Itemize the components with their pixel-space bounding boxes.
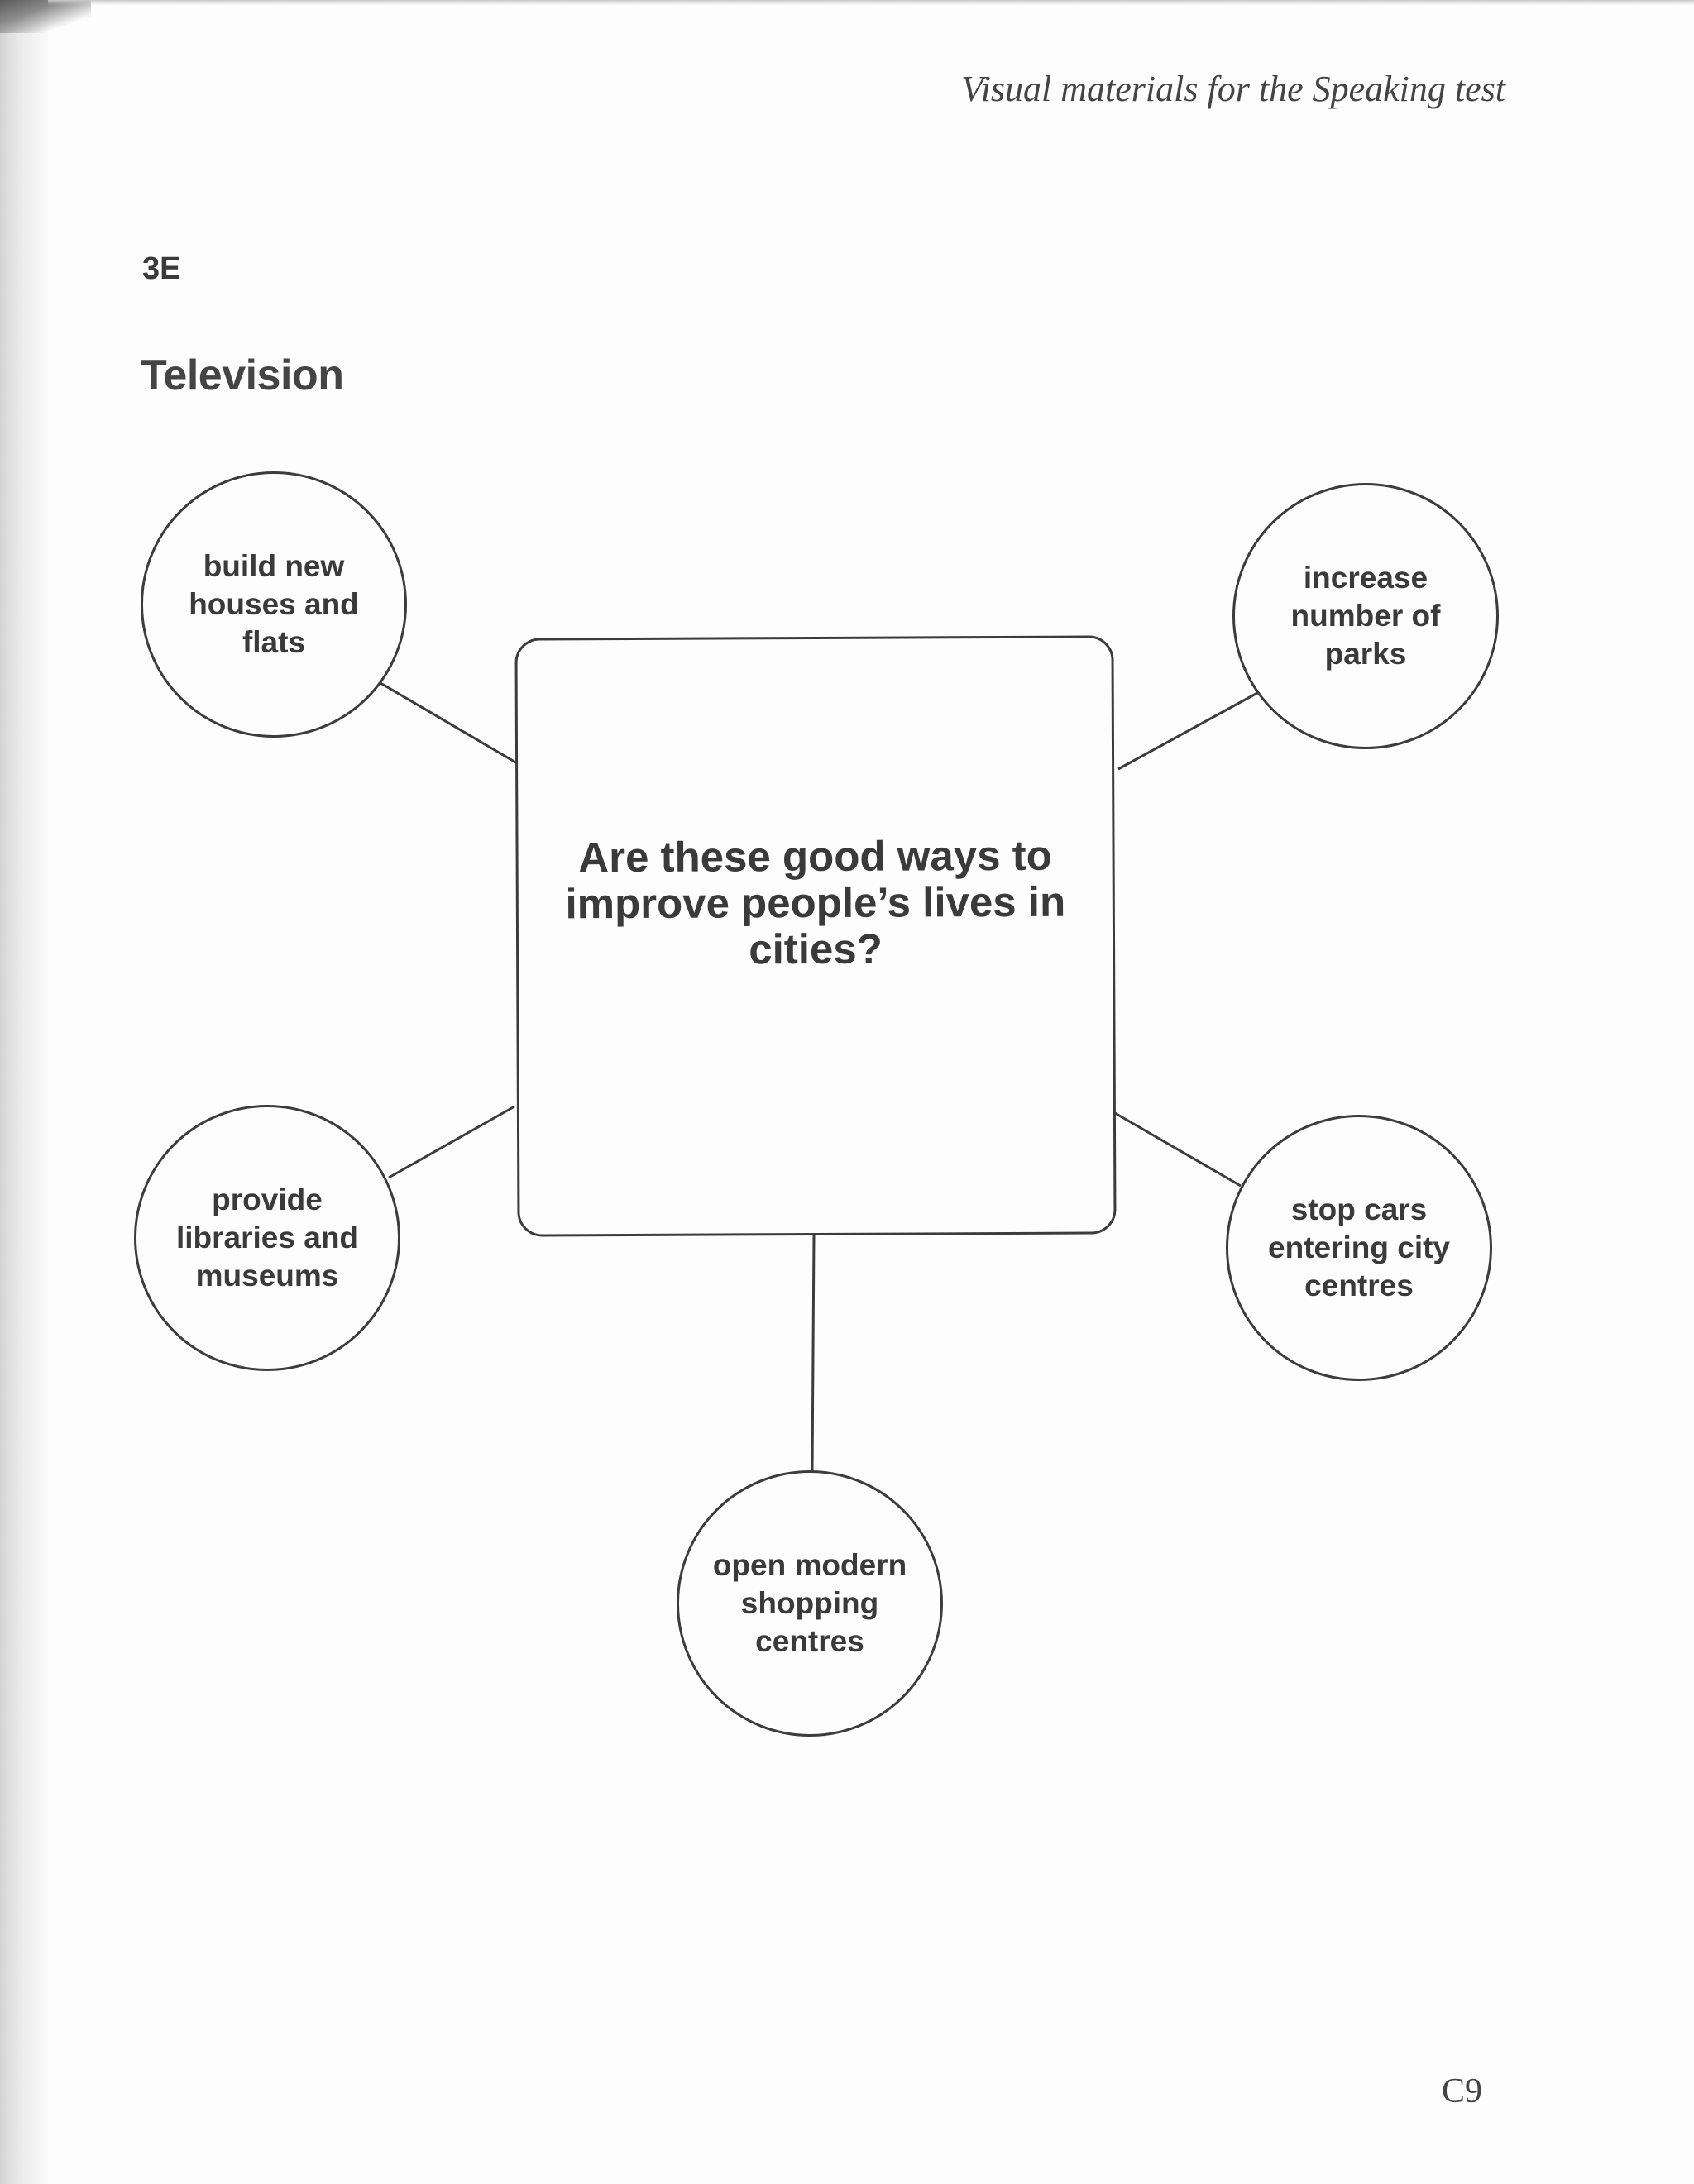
running-header: Visual materials for the Speaking test (961, 69, 1505, 109)
node-build-new-houses: build new houses and flats (141, 471, 407, 738)
node-label: build new houses and flats (189, 549, 359, 659)
central-question-box: Are these good ways to improve people’s … (514, 635, 1117, 1237)
page-number: C9 (1441, 2072, 1482, 2110)
connector-bottom (811, 1235, 816, 1473)
node-label: provide libraries and museums (175, 1183, 359, 1293)
connector-bottom-left (388, 1105, 515, 1179)
page-top-edge (48, 0, 1694, 5)
node-increase-parks: increase number of parks (1232, 483, 1499, 749)
section-code: 3E (142, 251, 181, 286)
page-corner-shadow (0, 0, 91, 33)
central-question: Are these good ways to improve people’s … (565, 831, 1066, 973)
node-label: stop cars entering city centres (1268, 1192, 1450, 1302)
node-stop-cars: stop cars entering city centres (1226, 1115, 1492, 1381)
node-label: increase number of parks (1290, 561, 1441, 671)
connector-top-right (1117, 691, 1258, 771)
node-open-shopping-centres: open modern shopping centres (677, 1470, 943, 1737)
connector-top-left (380, 681, 519, 766)
book-spine-shadow (0, 0, 48, 2184)
node-label: open modern shopping centres (712, 1548, 907, 1658)
connector-bottom-right (1114, 1111, 1242, 1188)
section-title: Television (141, 351, 344, 399)
node-provide-libraries: provide libraries and museums (134, 1105, 400, 1371)
